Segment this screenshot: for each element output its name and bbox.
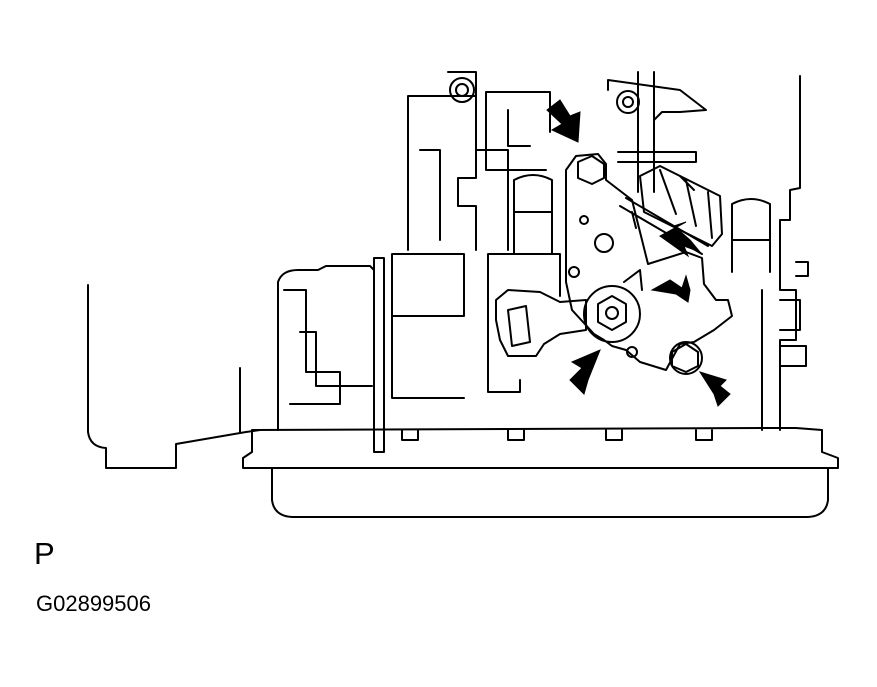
left-bracket-outline <box>87 284 261 469</box>
neutral-switch <box>639 165 723 247</box>
upper-rod <box>637 71 655 193</box>
upper-housing-detail <box>419 149 441 241</box>
oil-pan-bolt-4 <box>695 429 713 441</box>
oil-pan-flange <box>242 427 839 469</box>
upper-right-frame <box>607 79 707 121</box>
right-housing-detail <box>779 299 807 367</box>
valve-body-left-detail <box>283 289 341 405</box>
bolt-bottom <box>671 343 699 373</box>
arrow-top-icon <box>546 99 581 143</box>
plate-hole-4 <box>626 346 638 358</box>
right-housing <box>779 75 801 431</box>
oil-pan-bolt-2 <box>507 429 525 441</box>
center-nut-hole <box>605 306 619 320</box>
manual-lever <box>495 289 587 357</box>
upper-bar <box>617 151 697 163</box>
arrow-lever-icon <box>569 349 601 395</box>
figure-code: G02899506 <box>36 591 151 616</box>
upper-housing-center <box>485 91 551 171</box>
arrow-switch-icon <box>659 221 702 258</box>
upper-housing-detail-2 <box>475 149 509 251</box>
cylinder-block <box>391 253 465 399</box>
center-nut-washer <box>583 285 641 343</box>
neutral-switch-detail <box>659 169 713 239</box>
oil-pan-bolt-1 <box>401 429 419 441</box>
arrow-nut-icon <box>650 274 691 303</box>
oil-pan-body <box>271 467 829 518</box>
upper-housing-hole-inner <box>455 83 469 97</box>
upper-housing-center-2 <box>507 109 531 147</box>
center-hole-inner <box>622 96 634 108</box>
cylinder-1 <box>513 174 553 255</box>
plate-hole-3 <box>568 266 580 278</box>
piston-block <box>487 253 561 393</box>
center-nut <box>597 295 627 331</box>
arrow-bolt-icon <box>698 371 731 407</box>
oil-pan-bolt-3 <box>605 429 623 441</box>
bolt-top <box>577 155 605 185</box>
bolt-bottom-ring <box>669 341 703 375</box>
detent-plate <box>565 153 733 371</box>
plate-hole-1 <box>594 233 614 253</box>
cylinder-2 <box>731 198 771 273</box>
center-hole <box>616 90 640 114</box>
lever-slot <box>507 305 531 347</box>
right-housing-inner <box>761 261 809 431</box>
plate-pointer <box>623 269 643 291</box>
position-label: P <box>34 536 55 571</box>
valve-body-left-detail-2 <box>299 331 373 387</box>
separator-plate <box>373 257 385 453</box>
valve-body-left <box>277 265 375 431</box>
upper-housing-left <box>407 95 477 251</box>
plate-hole-2 <box>579 215 589 225</box>
upper-housing-tab <box>447 71 477 97</box>
upper-housing-hole <box>449 77 475 103</box>
